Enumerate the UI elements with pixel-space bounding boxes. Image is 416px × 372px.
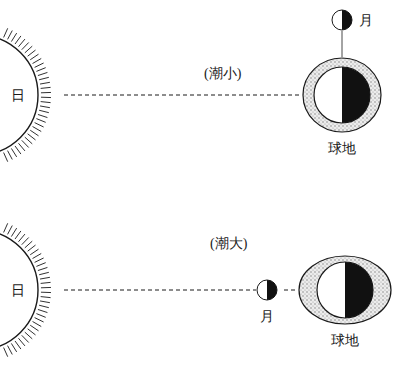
text-holder: 球地 [328, 139, 356, 158]
alignment-line [64, 290, 256, 291]
earth-figure [298, 255, 392, 325]
text-holder: 月 [260, 307, 274, 326]
earth-figure [302, 57, 382, 133]
earth-label: 球地 [331, 333, 359, 348]
tide-label-holder: (潮大) [210, 234, 247, 253]
sun-node: 日 [0, 215, 58, 365]
moon-figure [256, 279, 278, 301]
alignment-line [64, 95, 302, 96]
sun-label: 日 [11, 88, 25, 103]
tide-label: (潮大) [210, 236, 247, 251]
alignment-line [284, 290, 298, 291]
sun-node: 日 [0, 20, 58, 170]
text-holder: 月 [359, 11, 373, 30]
tide-label-holder: (潮小) [204, 64, 241, 83]
moon-label: 月 [359, 13, 373, 28]
sun-label: 日 [11, 283, 25, 298]
moon-figure [331, 9, 353, 31]
alignment-line [342, 31, 343, 57]
earth-label: 球地 [328, 141, 356, 156]
moon-label: 月 [260, 309, 274, 324]
text-holder: 球地 [331, 331, 359, 350]
earth-node: 球地 [298, 255, 392, 325]
text-holder: 日 [11, 281, 25, 300]
text-holder: 日 [11, 86, 25, 105]
earth-node: 球地 [302, 57, 382, 133]
moon-node: 月 [331, 9, 353, 31]
tide-label: (潮小) [204, 66, 241, 81]
sun-figure [0, 215, 58, 365]
moon-node: 月 [256, 279, 278, 301]
sun-figure [0, 20, 58, 170]
